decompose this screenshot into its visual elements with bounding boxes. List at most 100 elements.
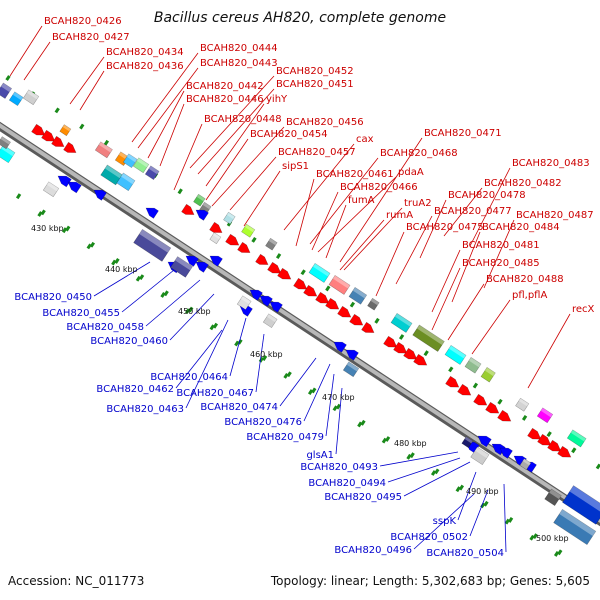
forward-gene-label: BCAH820_0481	[462, 240, 540, 251]
forward-gene-box	[412, 324, 445, 352]
forward-leader-line	[317, 176, 397, 253]
reverse-gene-box	[461, 436, 474, 449]
scale-tick	[103, 139, 110, 146]
reverse-gene-box	[116, 172, 136, 192]
forward-leader-line	[375, 231, 405, 297]
reverse-gene-arrow	[239, 305, 253, 317]
scale-ticks	[5, 75, 600, 557]
topology-text: Topology: linear; Length: 5,302,683 bp; …	[270, 574, 590, 588]
reverse-gene-label: BCAH820_0504	[426, 548, 504, 559]
forward-gene-arrow	[361, 321, 375, 333]
forward-leader-line	[469, 167, 511, 247]
forward-gene-arrow	[473, 393, 488, 406]
forward-gene-arrow	[537, 433, 552, 446]
scale-tick	[209, 324, 215, 331]
forward-gene-arrow	[41, 129, 56, 142]
scale-tick	[504, 518, 511, 525]
forward-gene-box	[515, 397, 530, 412]
reverse-leader-line	[503, 483, 507, 553]
reverse-gene-label: BCAH820_0463	[106, 404, 184, 415]
reverse-gene-arrow	[57, 175, 72, 188]
scale-tick	[430, 470, 437, 476]
forward-leader-line	[147, 90, 185, 159]
forward-gene-label: BCAH820_0457	[278, 147, 356, 158]
forward-leader-line	[23, 41, 51, 81]
forward-gene-box	[367, 297, 380, 311]
reverse-leader-line	[335, 387, 343, 455]
forward-gene-label: pdaA	[398, 167, 424, 178]
forward-leader-line	[527, 313, 571, 389]
forward-leader-line	[483, 219, 515, 289]
forward-gene-arrow	[527, 427, 542, 440]
reverse-gene-label: glsA1	[306, 450, 334, 461]
forward-leader-line	[69, 56, 105, 105]
scale-tick	[374, 317, 380, 324]
reverse-gene-label: BCAH820_0495	[324, 492, 402, 503]
forward-leader-line	[447, 283, 485, 341]
forward-leader-line	[339, 219, 385, 271]
forward-gene-box	[132, 157, 150, 174]
forward-gene-arrow	[337, 305, 352, 318]
reverse-gene-box	[544, 488, 562, 506]
scale-tick	[546, 431, 552, 438]
forward-leader-line	[311, 191, 339, 251]
scale-tick	[349, 301, 356, 308]
forward-gene-arrow	[457, 383, 472, 396]
scale-tick	[15, 193, 22, 200]
reverse-leader-line	[121, 269, 175, 313]
reverse-gene-box	[470, 446, 490, 466]
forward-gene-box	[328, 275, 351, 295]
forward-leader-line	[451, 231, 481, 303]
forward-gene-arrow	[325, 297, 340, 310]
forward-gene-label: BCAH820_0488	[486, 274, 564, 285]
forward-gene-label: sipS1	[282, 161, 309, 172]
scale-label: 470 kbp	[322, 393, 355, 402]
reverse-leader-line	[279, 357, 317, 407]
reverse-gene-label: BCAH820_0450	[14, 292, 92, 303]
reverse-gene-label: BCAH820_0455	[42, 308, 120, 319]
gene-labels: BCAH820_0426BCAH820_0427BCAH820_0434BCAH…	[14, 16, 594, 559]
reverse-gene-label: BCAH820_0474	[200, 402, 278, 413]
forward-gene-arrow	[255, 253, 269, 265]
reverse-gene-box	[562, 485, 600, 525]
forward-gene-label: fumA	[348, 195, 375, 206]
forward-gene-arrow	[303, 284, 318, 297]
scale-tick	[423, 350, 429, 357]
reverse-gene-arrow	[185, 255, 199, 267]
forward-gene-arrow	[393, 341, 408, 354]
forward-gene-box	[122, 153, 138, 169]
forward-leader-line	[79, 70, 105, 111]
forward-leader-line	[443, 187, 483, 237]
forward-gene-arrow	[485, 401, 500, 414]
forward-gene-label: BCAH820_0484	[482, 222, 560, 233]
forward-gene-label: truA2	[404, 198, 432, 209]
scale-tick	[234, 340, 240, 347]
forward-leader-line	[211, 126, 285, 207]
scale-tick	[5, 75, 11, 81]
reverse-gene-label: BCAH820_0496	[334, 545, 412, 556]
reverse-leader-line	[175, 329, 223, 389]
forward-gene-label: BCAH820_0468	[380, 148, 458, 159]
forward-gene-box	[444, 345, 467, 365]
forward-gene-arrow	[31, 123, 46, 136]
forward-gene-label: BCAH820_0444	[200, 43, 278, 54]
forward-gene-arrow	[225, 233, 240, 246]
forward-gene-arrow	[209, 221, 223, 233]
forward-leader-line	[283, 143, 355, 231]
scale-tick	[37, 211, 43, 217]
forward-leader-line	[339, 137, 423, 263]
scale-tick	[300, 269, 306, 276]
forward-gene-arrow	[403, 347, 418, 360]
scale-tick	[61, 227, 68, 234]
forward-gene-label: BCAH820_0452	[276, 66, 354, 77]
scale-tick	[283, 372, 289, 379]
forward-gene-box	[308, 263, 331, 283]
forward-gene-box	[480, 367, 496, 383]
scale-label: 430 kbp	[31, 224, 64, 233]
forward-gene-box	[59, 124, 72, 137]
reverse-gene-box	[342, 361, 360, 378]
forward-leader-line	[197, 88, 275, 175]
forward-gene-label: BCAH820_0451	[276, 79, 354, 90]
forward-gene-label: BCAH820_0427	[52, 32, 130, 43]
